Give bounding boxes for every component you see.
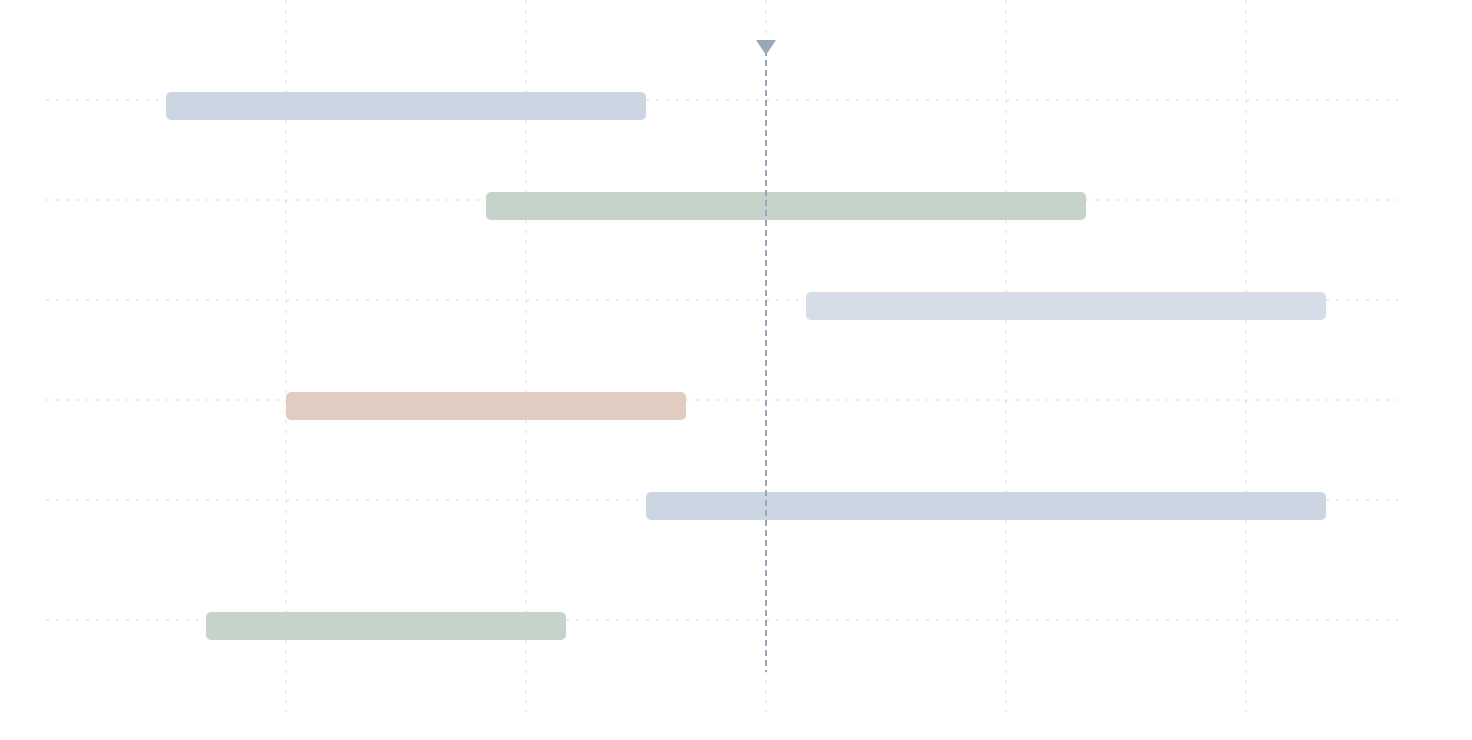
- today-marker-layer: [756, 40, 776, 672]
- task-bar: [646, 492, 1326, 520]
- bar-layer: [166, 92, 1326, 640]
- task-bar: [486, 192, 1086, 220]
- task-bar: [206, 612, 566, 640]
- task-bar: [286, 392, 686, 420]
- today-marker-triangle-icon: [756, 40, 776, 55]
- task-bar: [166, 92, 646, 120]
- task-bar: [806, 292, 1326, 320]
